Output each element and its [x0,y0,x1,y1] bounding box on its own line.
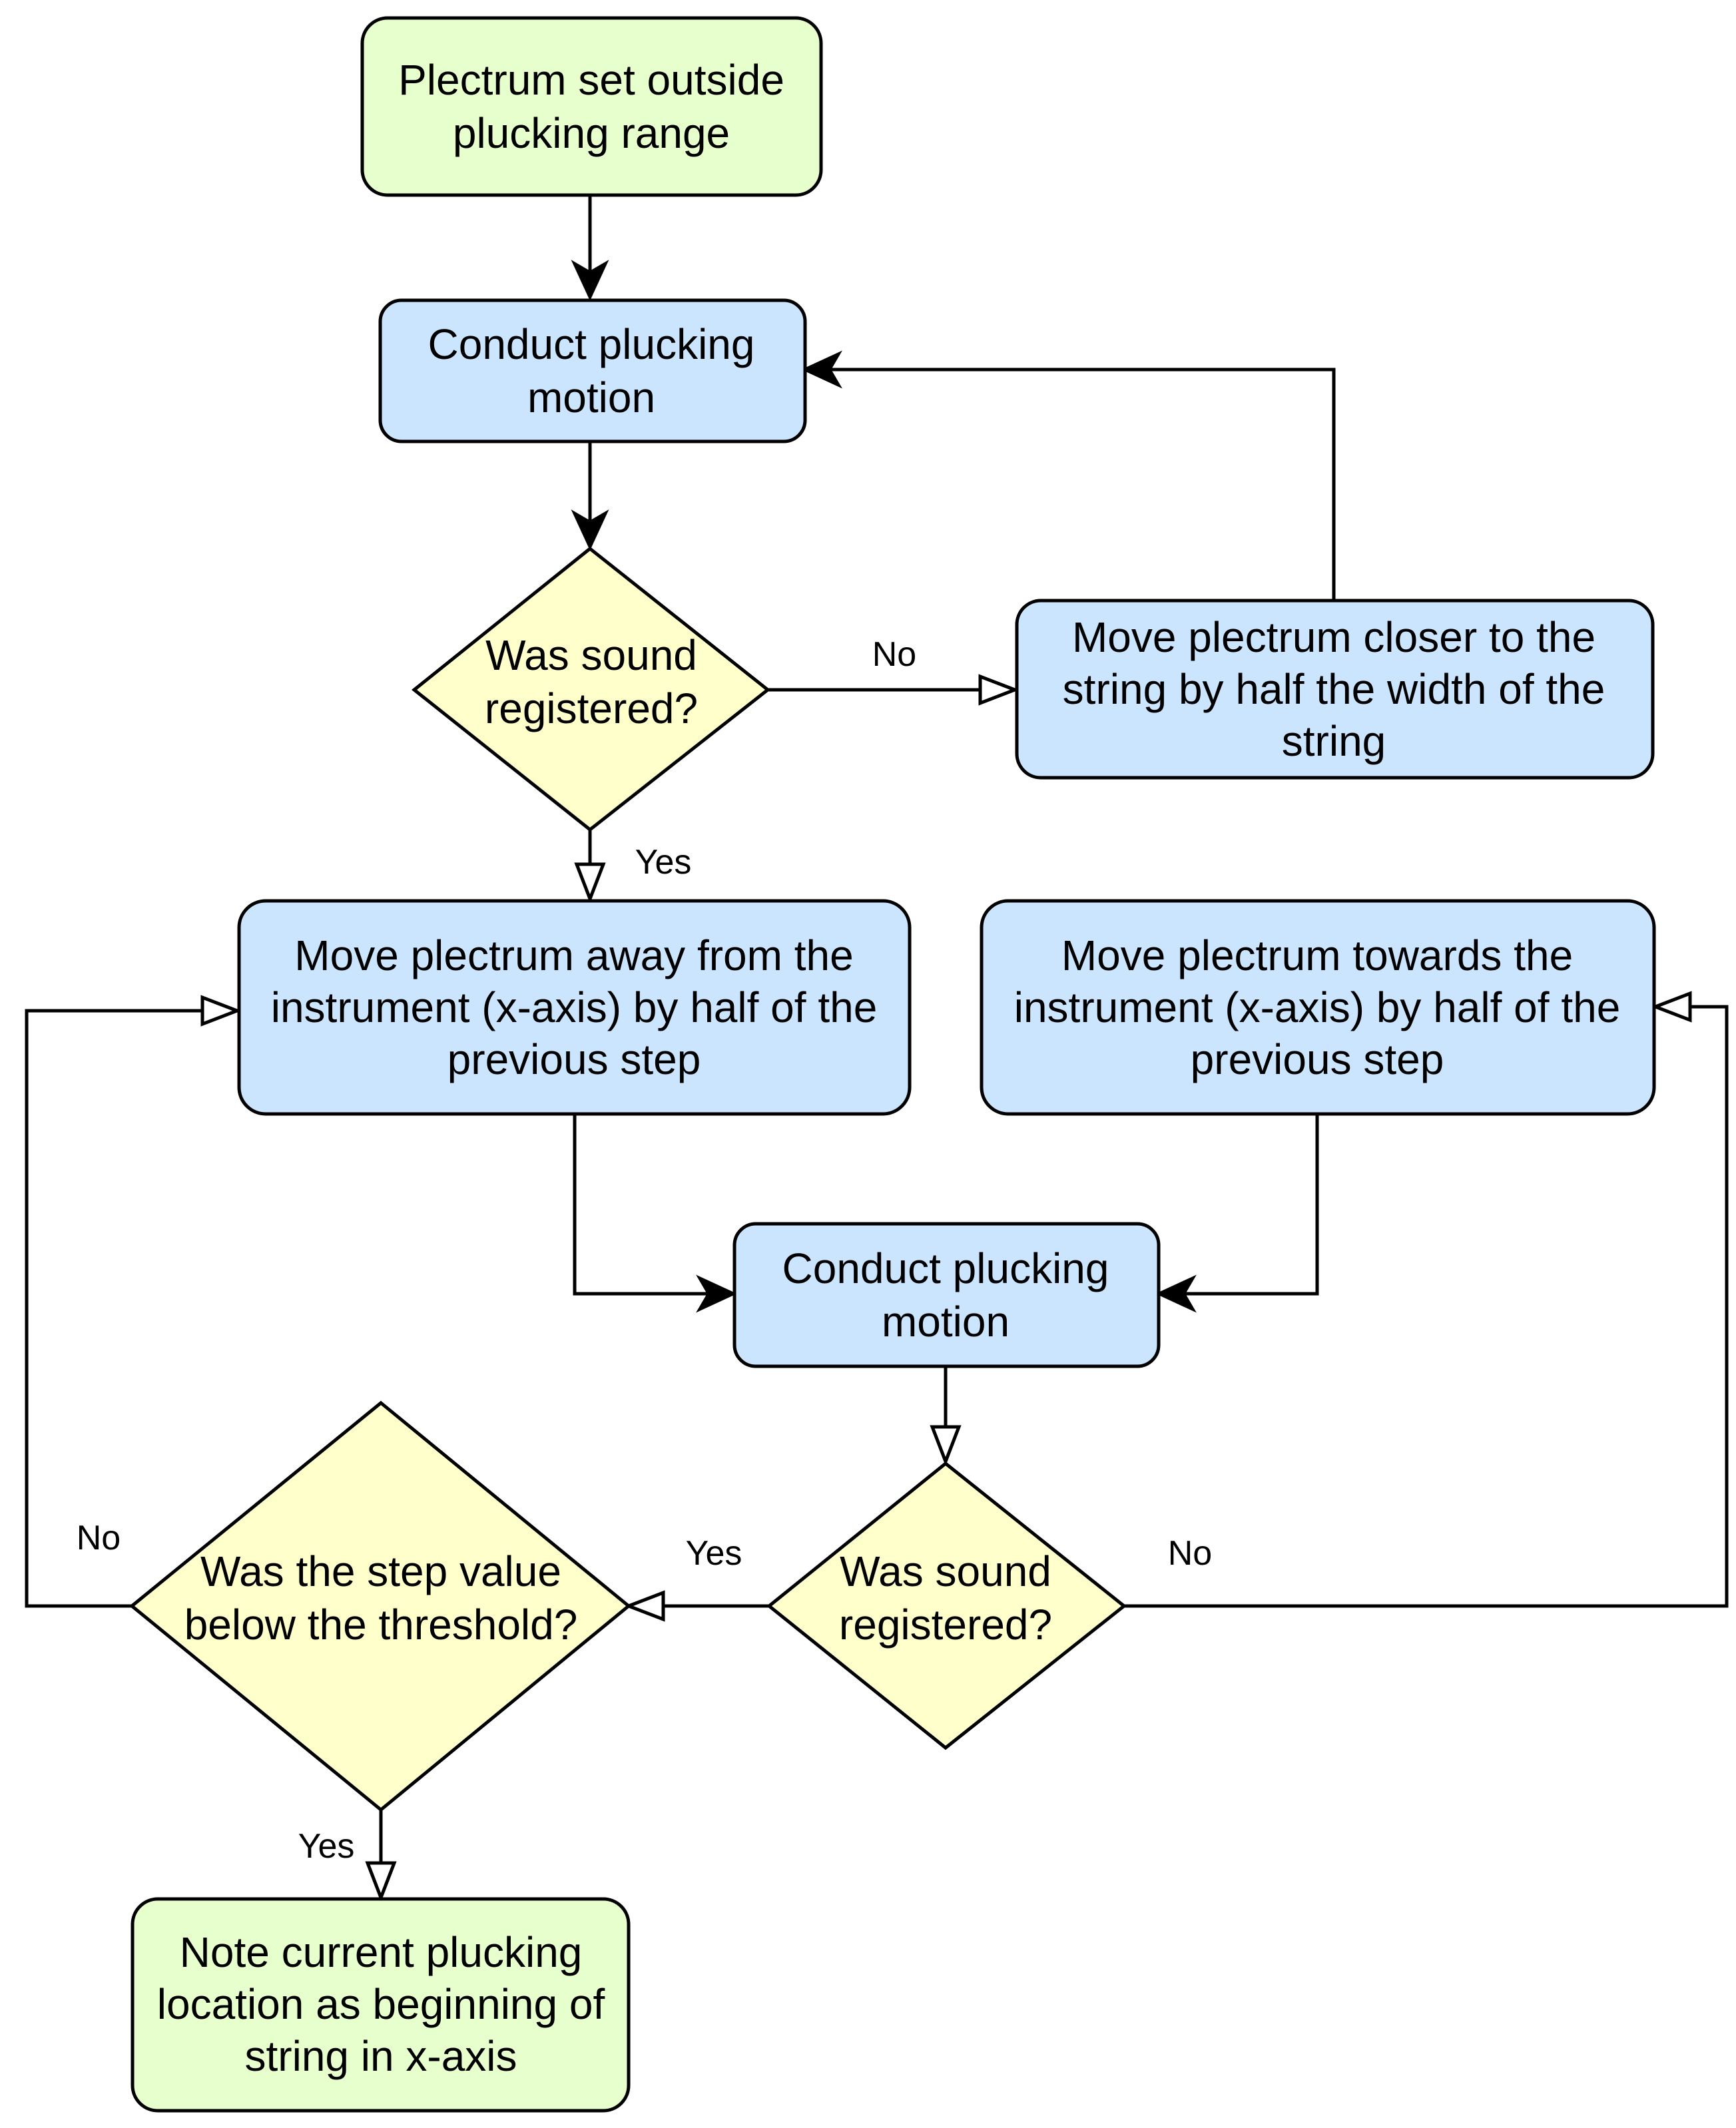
arrowhead-decision2-to-decision3 [624,1590,665,1622]
process-move-closer [1015,599,1655,780]
decision1-line-1: Was sound [485,631,697,679]
pluck2-line-2: motion [882,1298,1010,1346]
edge-label-decision3-no: No [77,1519,121,1557]
edge-label-decision1-no: No [872,635,916,674]
process-conduct-plucking-1-label: Conduct plucking motion [428,320,755,421]
pluck2-line-1: Conduct plucking [782,1244,1109,1292]
move-towards-line-1: Move plectrum towards the [1061,931,1573,979]
decision-sound-registered-1-label: Was sound registered? [485,631,698,732]
move-away-line-3: previous step [447,1035,701,1083]
move-away-line-1: Move plectrum away from the [294,931,853,979]
decision2-line-1: Was sound [840,1547,1051,1595]
arrowhead-pluck1-to-decision1 [571,509,609,551]
arrowhead-decision2-to-move-towards [1651,991,1692,1023]
decision-sound-registered-2-label: Was sound registered? [839,1547,1052,1649]
decision3-line-2: below the threshold? [184,1601,578,1649]
move-towards-line-3: previous step [1191,1035,1444,1083]
edge-label-decision1-yes: Yes [635,843,692,882]
start-node [360,16,823,197]
edge-move-away-to-pluck2 [573,1114,719,1296]
edge-move-closer-to-pluck1 [819,368,1336,599]
arrowhead-move-away-to-pluck2 [696,1274,737,1313]
edge-label-decision2-no: No [1168,1534,1212,1573]
decision1-line-2: registered? [485,684,698,732]
edge-label-decision2-yes: Yes [686,1534,742,1573]
arrowhead-decision3-to-move-away [200,995,242,1027]
decision-step-threshold [129,1400,631,1812]
move-closer-line-2: string by half the width of the [1063,665,1605,713]
decision-step-threshold-label: Was the step value below the threshold? [184,1547,578,1649]
start-line-1: Plectrum set outside [398,56,784,104]
move-closer-line-1: Move plectrum closer to the [1072,613,1595,661]
move-closer-line-3: string [1282,717,1386,765]
arrowhead-decision1-to-move-closer [978,674,1019,706]
pluck1-line-1: Conduct plucking [428,320,755,368]
decision2-line-2: registered? [839,1601,1052,1649]
process-conduct-plucking-2 [732,1222,1161,1368]
end-node [131,1897,631,2113]
arrowhead-move-towards-to-pluck2 [1155,1274,1197,1313]
start-line-2: plucking range [453,109,730,157]
process-conduct-plucking-1 [378,298,807,443]
edge-label-decision3-yes: Yes [298,1827,355,1866]
arrowhead-start-to-pluck1 [571,260,609,301]
process-move-towards [980,899,1656,1116]
process-move-away [237,899,912,1116]
decision-sound-registered-1 [411,546,771,832]
arrowhead-pluck2-to-decision2 [930,1425,962,1466]
edge-decision2-to-move-towards [1124,1005,1729,1608]
arrowhead-decision3-to-end [365,1861,397,1902]
end-line-3: string in x-axis [245,2032,517,2080]
end-line-2: location as beginning of [157,1980,605,2028]
end-line-1: Note current plucking [180,1928,583,1976]
process-conduct-plucking-2-label: Conduct plucking motion [782,1244,1109,1346]
edge-move-towards-to-pluck2 [1172,1114,1319,1296]
arrowhead-decision1-to-move-away [574,862,606,904]
start-node-label: Plectrum set outside plucking range [398,56,784,157]
decision3-line-1: Was the step value [200,1547,561,1595]
arrowhead-move-closer-to-pluck1 [801,350,842,389]
move-away-line-2: instrument (x-axis) by half of the [271,983,878,1031]
decision-sound-registered-2 [766,1461,1127,1750]
edge-decision3-to-move-away [25,1009,202,1608]
pluck1-line-2: motion [527,374,655,421]
move-towards-line-2: instrument (x-axis) by half of the [1014,983,1621,1031]
